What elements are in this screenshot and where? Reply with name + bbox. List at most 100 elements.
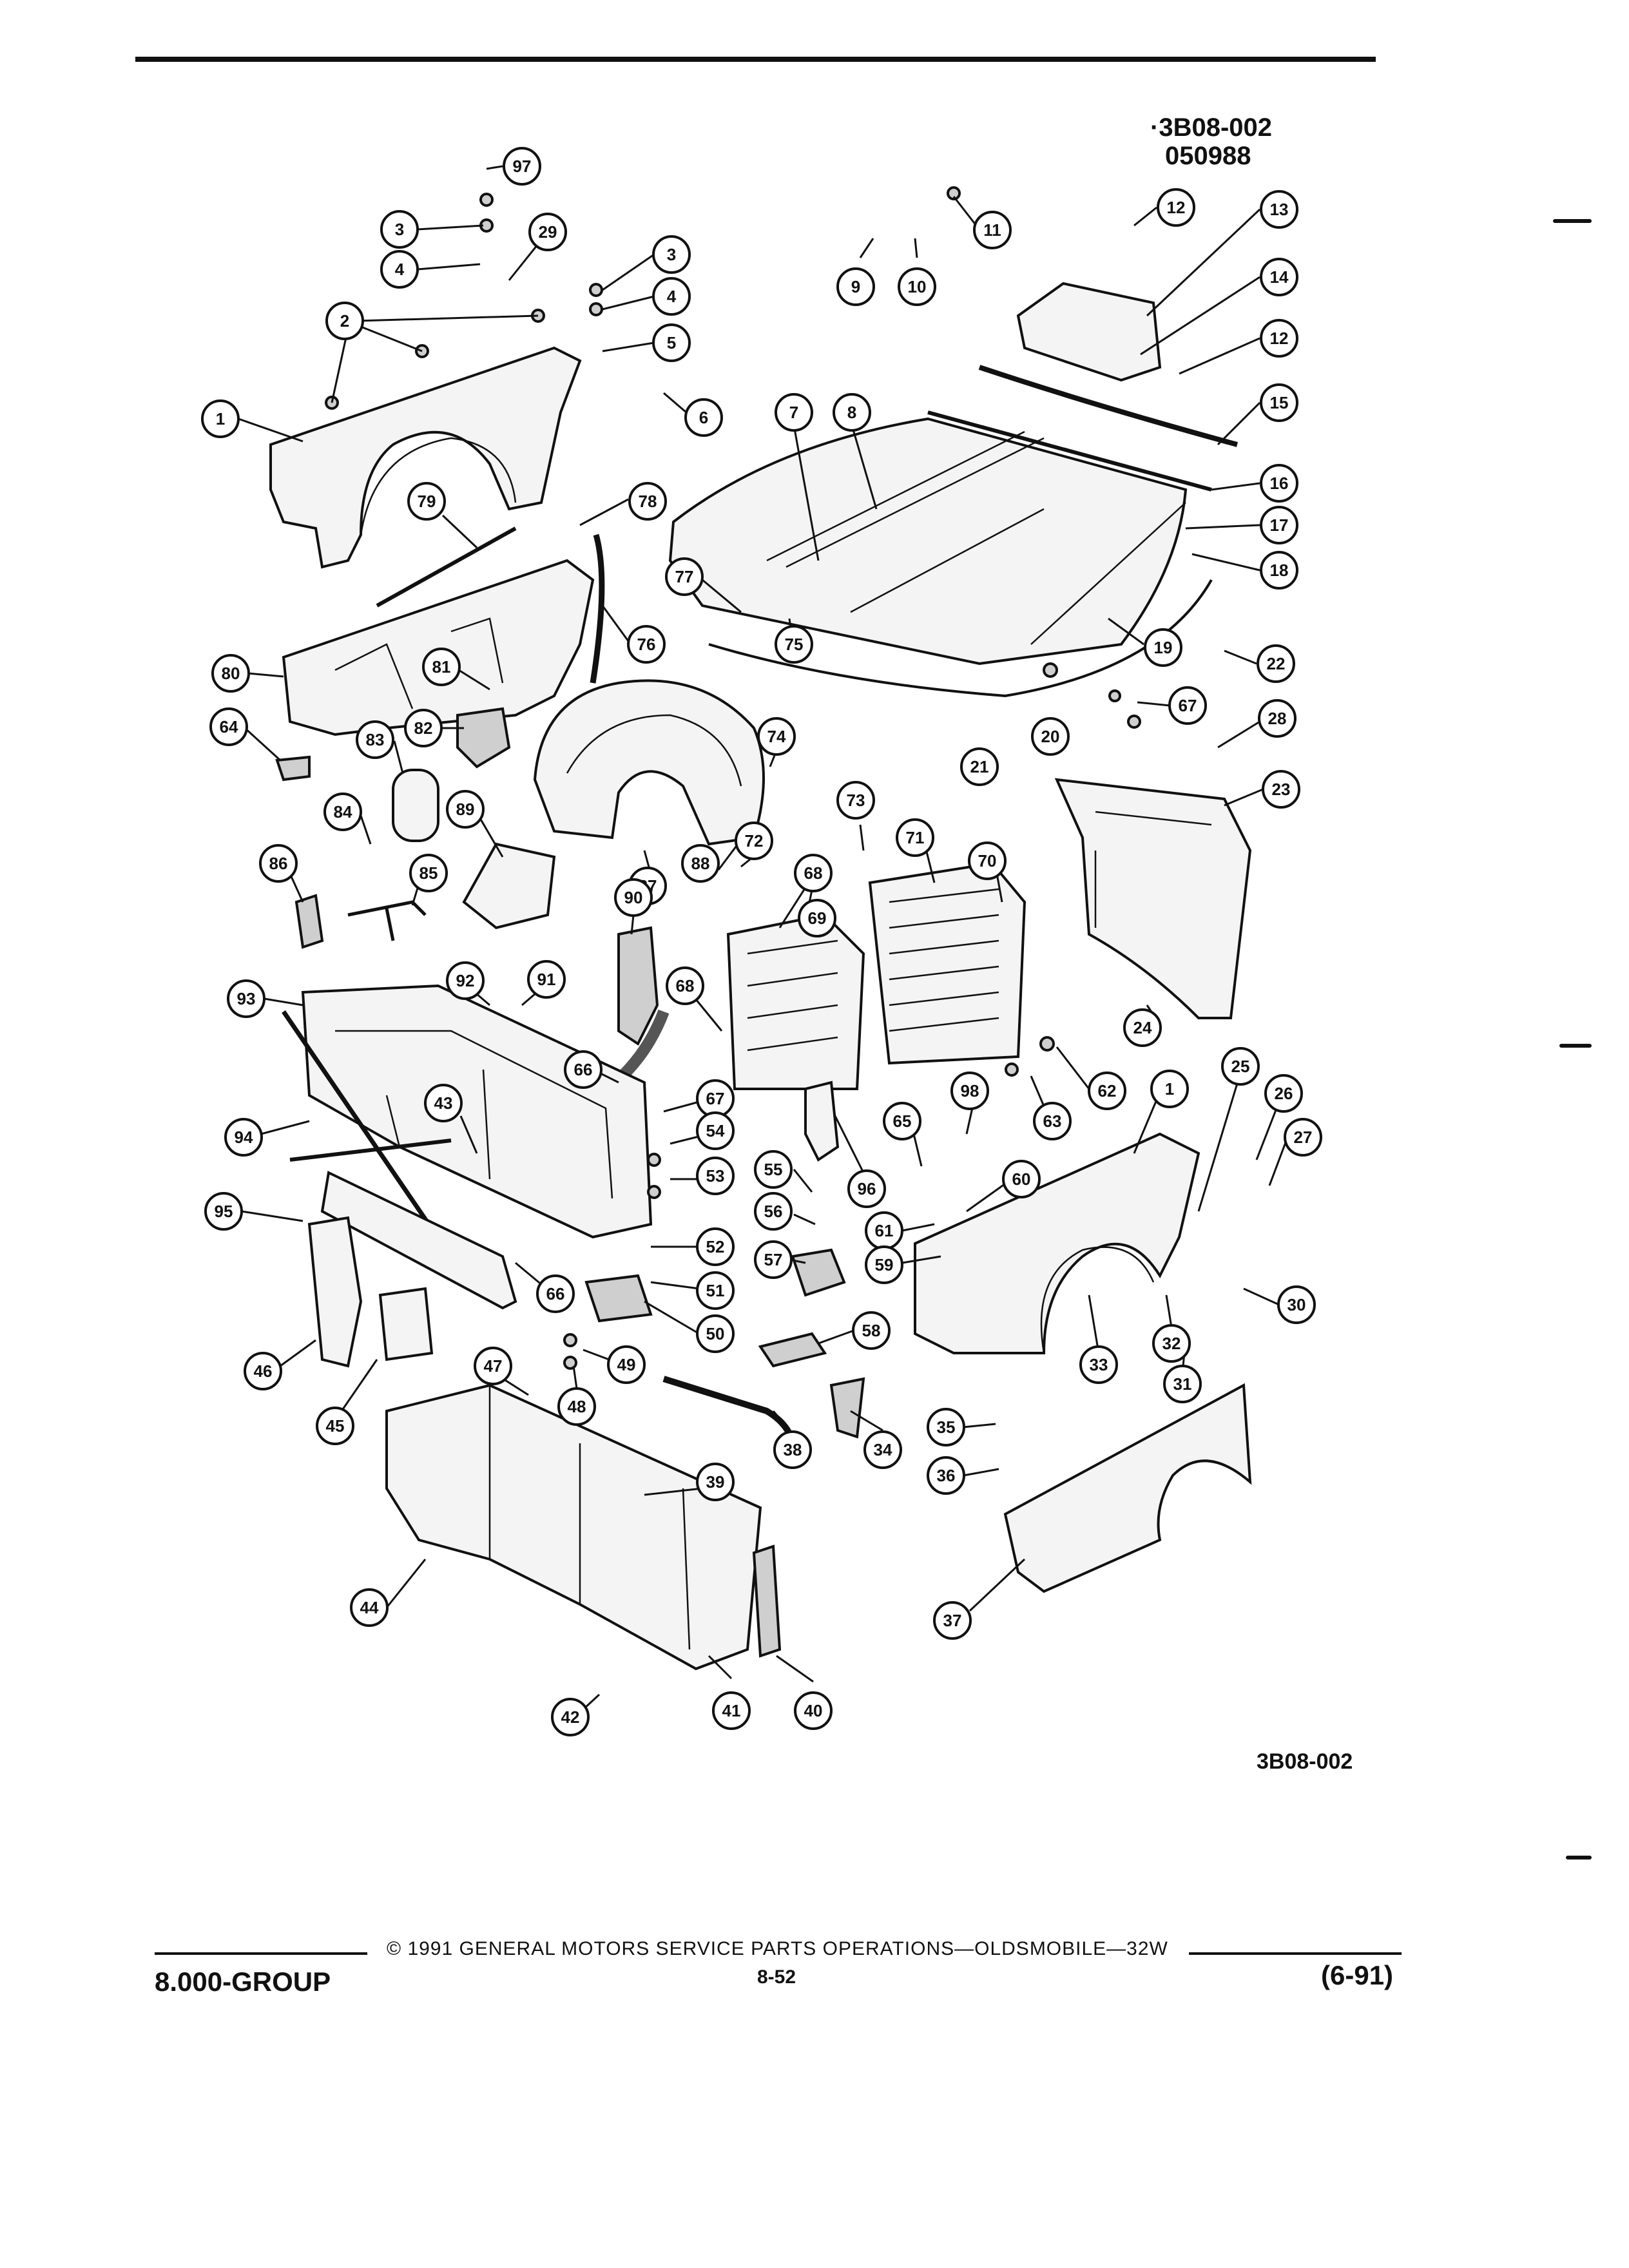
svg-text:33: 33	[1090, 1355, 1108, 1374]
callout-67-top: 67	[1168, 686, 1207, 725]
svg-text:81: 81	[432, 657, 451, 677]
svg-text:96: 96	[858, 1179, 876, 1198]
svg-text:51: 51	[706, 1281, 725, 1300]
svg-text:36: 36	[937, 1466, 956, 1485]
svg-text:68: 68	[804, 863, 823, 883]
callouts: 97 3 4 29 2 1 3 4 5 6 9 10 11 12 13 14 1…	[201, 147, 1322, 1736]
bracket-82-shape	[456, 707, 511, 769]
svg-text:8: 8	[847, 403, 856, 422]
callout-38: 38	[773, 1430, 812, 1469]
callout-72: 72	[735, 822, 773, 860]
svg-text:54: 54	[706, 1121, 725, 1140]
front-fascia-shape	[385, 1383, 762, 1671]
svg-text:73: 73	[847, 791, 865, 810]
svg-text:3: 3	[395, 220, 404, 239]
baffle-90-shape	[617, 926, 659, 1046]
weatherstrip-76-shape	[590, 533, 605, 684]
svg-text:53: 53	[706, 1166, 725, 1186]
callout-44: 44	[350, 1588, 389, 1627]
callout-42: 42	[551, 1698, 590, 1736]
rod-79-shape	[376, 526, 517, 608]
seal-strip-15-shape	[978, 365, 1239, 447]
wheelhouse-shape	[533, 679, 765, 846]
svg-text:13: 13	[1270, 200, 1289, 219]
svg-text:4: 4	[667, 287, 677, 306]
callout-16: 16	[1260, 464, 1298, 503]
svg-text:25: 25	[1231, 1057, 1250, 1076]
callout-73: 73	[836, 781, 875, 820]
callout-14: 14	[1260, 258, 1298, 296]
svg-text:89: 89	[456, 800, 475, 819]
callout-53: 53	[696, 1157, 735, 1195]
footer-rule-right	[1189, 1952, 1402, 1955]
svg-text:12: 12	[1167, 198, 1186, 217]
hood-shape	[668, 417, 1188, 666]
radiator-support-shape	[301, 984, 653, 1239]
callout-33: 33	[1079, 1345, 1118, 1384]
callout-51: 51	[696, 1271, 735, 1310]
cowl-grille-shape	[1016, 282, 1162, 382]
callout-61: 61	[865, 1211, 903, 1250]
canister-83-shape	[392, 769, 439, 842]
callout-36: 36	[927, 1456, 965, 1495]
callout-88: 88	[681, 844, 720, 883]
callout-98: 98	[950, 1072, 989, 1110]
deflector-96-shape	[804, 1081, 840, 1162]
callout-60: 60	[1002, 1160, 1041, 1198]
svg-text:24: 24	[1133, 1018, 1152, 1037]
svg-text:9: 9	[851, 277, 860, 296]
svg-text:91: 91	[537, 970, 556, 989]
svg-text:30: 30	[1287, 1295, 1306, 1314]
callout-97: 97	[503, 147, 541, 186]
top-rule	[135, 57, 1376, 62]
svg-text:22: 22	[1267, 654, 1286, 673]
callout-1-left: 1	[201, 399, 240, 438]
svg-text:82: 82	[414, 718, 433, 738]
svg-text:69: 69	[808, 908, 827, 928]
callout-94: 94	[224, 1118, 263, 1157]
svg-text:21: 21	[970, 757, 989, 776]
callout-5: 5	[652, 323, 691, 362]
shield-89-shape	[462, 842, 556, 930]
callout-86: 86	[259, 844, 298, 883]
callout-83: 83	[356, 720, 394, 759]
svg-text:86: 86	[269, 854, 288, 873]
bracket-34-shape	[829, 1377, 865, 1439]
callout-56: 56	[754, 1192, 793, 1231]
callout-28: 28	[1258, 699, 1296, 738]
svg-text:94: 94	[235, 1128, 253, 1147]
callout-96: 96	[847, 1169, 886, 1208]
callout-93: 93	[227, 979, 265, 1018]
fender-apron-shape	[282, 559, 595, 736]
callout-12-top: 12	[1157, 188, 1195, 227]
bracket-58-shape	[758, 1332, 827, 1368]
svg-text:85: 85	[419, 863, 438, 883]
svg-text:17: 17	[1270, 515, 1289, 535]
bracket-45-shape	[378, 1287, 434, 1361]
svg-text:14: 14	[1270, 267, 1289, 287]
svg-text:31: 31	[1173, 1374, 1192, 1394]
svg-text:65: 65	[893, 1111, 912, 1131]
lower-baffle-shape	[320, 1171, 517, 1310]
footer-rule-left	[155, 1952, 367, 1955]
callout-46: 46	[244, 1352, 282, 1390]
svg-text:50: 50	[706, 1324, 725, 1343]
callout-32: 32	[1152, 1324, 1191, 1363]
callout-1-right: 1	[1150, 1070, 1189, 1108]
callout-91: 91	[527, 960, 566, 999]
svg-text:4: 4	[395, 260, 405, 279]
callout-81: 81	[422, 648, 461, 686]
callout-82: 82	[404, 709, 443, 747]
svg-text:80: 80	[222, 664, 240, 683]
callout-19: 19	[1144, 628, 1182, 667]
svg-text:95: 95	[215, 1202, 233, 1221]
svg-text:39: 39	[706, 1472, 725, 1492]
callout-65: 65	[883, 1102, 921, 1140]
callout-27: 27	[1284, 1118, 1322, 1157]
svg-text:67: 67	[1179, 696, 1197, 715]
svg-text:88: 88	[691, 854, 710, 873]
callout-45: 45	[316, 1407, 354, 1445]
svg-text:43: 43	[434, 1093, 453, 1113]
scan-edge-mark	[1553, 219, 1592, 223]
callout-37: 37	[933, 1601, 972, 1640]
